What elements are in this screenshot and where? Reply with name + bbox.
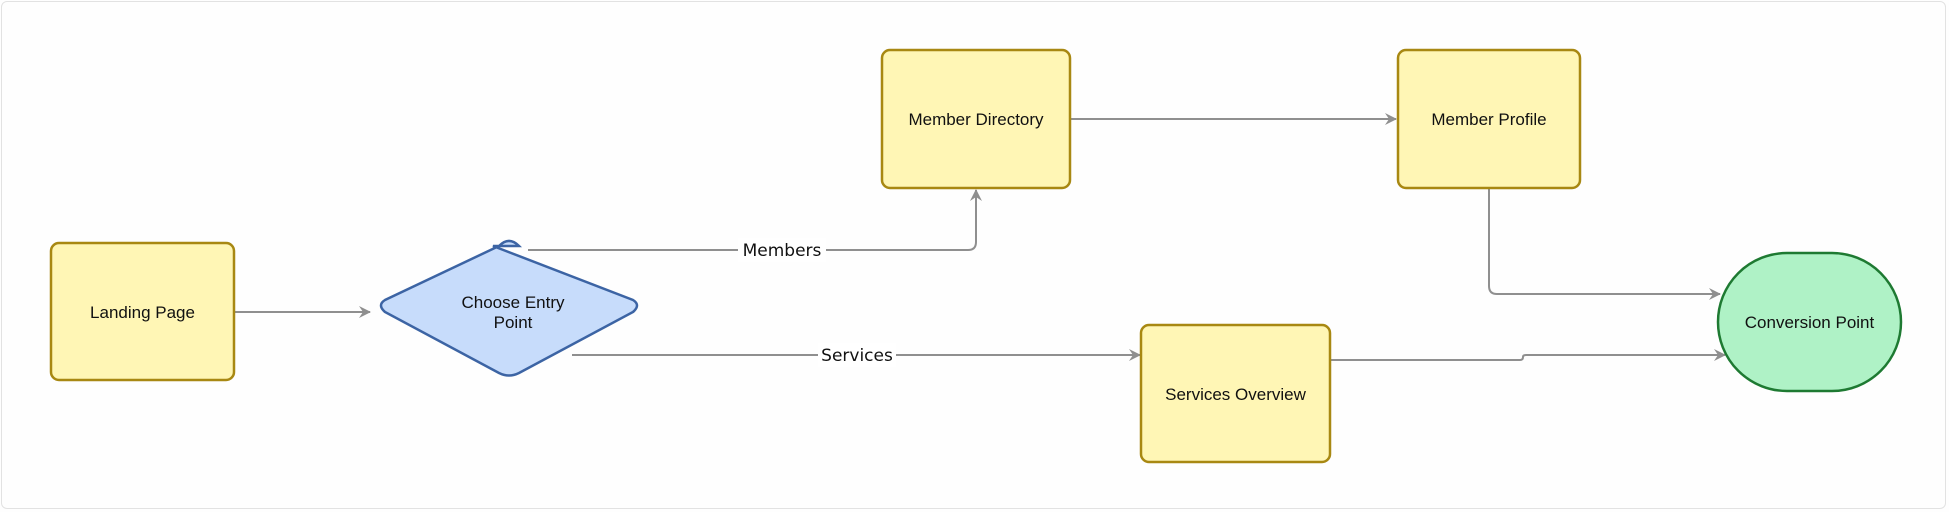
edge-label-services-text: Services — [821, 346, 893, 366]
edge-services-overview-to-conversion — [1330, 349, 1726, 361]
node-choose-entry-point-label-line1: Choose Entry — [462, 293, 565, 312]
node-services-overview-label: Services Overview — [1165, 385, 1306, 404]
node-choose-entry-point[interactable]: Choose Entry Point — [379, 239, 639, 377]
node-landing-page-label: Landing Page — [90, 303, 195, 322]
edge-member-profile-to-conversion — [1488, 188, 1721, 300]
node-services-overview[interactable]: Services Overview — [1139, 323, 1332, 464]
node-member-profile[interactable]: Member Profile — [1396, 48, 1582, 190]
node-conversion-point-label: Conversion Point — [1745, 313, 1875, 332]
node-member-profile-label: Member Profile — [1431, 110, 1546, 129]
edge-choose-to-member-directory — [528, 189, 982, 251]
node-member-directory[interactable]: Member Directory — [880, 48, 1072, 190]
node-member-directory-label: Member Directory — [908, 110, 1044, 129]
edge-label-members-text: Members — [743, 241, 822, 261]
edge-label-services: Services — [818, 343, 896, 367]
edge-label-members: Members — [738, 238, 826, 262]
node-choose-entry-point-label-line2: Point — [494, 313, 533, 332]
node-conversion-point[interactable]: Conversion Point — [1716, 251, 1903, 393]
node-landing-page[interactable]: Landing Page — [49, 241, 236, 382]
